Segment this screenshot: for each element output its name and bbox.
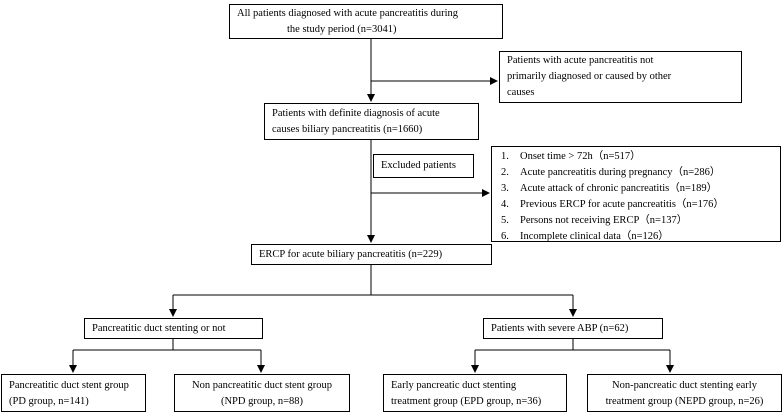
epd-group-box: Early pancreatic duct stenting treatment… <box>383 374 567 412</box>
excluded-label: Excluded patients <box>381 160 456 171</box>
excluded-item: 1. Onset time > 72h（n=517） <box>501 149 780 165</box>
npd-group-box: Non pancreatitic duct stent group (NPD g… <box>174 374 350 412</box>
excluded-item-text: Incomplete clinical data（n=126） <box>520 231 669 242</box>
not-primary-line-2: primarily diagnosed or caused by other <box>507 71 672 82</box>
excluded-label-box: Excluded patients <box>373 154 474 178</box>
excluded-item-number: 3. <box>501 183 509 194</box>
all-patients-line-2: the study period (n=3041) <box>287 24 397 35</box>
not-primary-line-3: causes <box>507 87 535 98</box>
excluded-item: 4. Previous ERCP for acute pancreatitis（n… <box>501 197 780 213</box>
excluded-item-number: 4. <box>501 199 509 210</box>
nepd-group-line-2: treatment group (NEPD group, n=26) <box>605 396 764 407</box>
all-patients-line-1: All patients diagnosed with acute pancre… <box>237 8 459 19</box>
pd-group-line-2: (PD group, n=141) <box>9 396 89 407</box>
excluded-item-number: 2. <box>501 167 509 178</box>
definite-biliary-line-1: Patients with definite diagnosis of acut… <box>272 108 440 119</box>
all-patients-box: All patients diagnosed with acute pancre… <box>229 4 503 39</box>
severe-abp-box: Patients with severe ABP (n=62) <box>483 318 663 339</box>
severe-abp-label: Patients with severe ABP (n=62) <box>491 323 629 334</box>
excluded-item-number: 5. <box>501 215 509 226</box>
npd-group-line-1: Non pancreatitic duct stent group <box>192 380 332 391</box>
not-primary-box: Patients with acute pancreatitis not pri… <box>499 51 742 103</box>
nepd-group-box: Non-pancreatic duct stenting early treat… <box>587 374 782 412</box>
excluded-list: 1. Onset time > 72h（n=517） 2. Acute pancre… <box>501 149 780 245</box>
epd-group-line-1: Early pancreatic duct stenting <box>391 380 517 391</box>
ercp-box: ERCP for acute biliary pancreatitis (n=2… <box>251 244 492 265</box>
excluded-item-text: Acute attack of chronic pancreatitis（n=1… <box>520 183 718 194</box>
excluded-item: 5. Persons not receiving ERCP（n=137） <box>501 213 780 229</box>
excluded-item: 3. Acute attack of chronic pancreatitis（n… <box>501 181 780 197</box>
excluded-list-box: 1. Onset time > 72h（n=517） 2. Acute pancre… <box>491 146 781 242</box>
excluded-item: 2. Acute pancreatitis during pregnancy（n=… <box>501 165 780 181</box>
excluded-item: 6. Incomplete clinical data（n=126） <box>501 229 780 245</box>
epd-group-line-2: treatment group (EPD group, n=36) <box>391 396 542 407</box>
excluded-item-number: 6. <box>501 231 509 242</box>
pd-group-box: Pancreatitic duct stent group (PD group,… <box>1 374 146 412</box>
excluded-item-text: Acute pancreatitis during pregnancy（n=28… <box>520 167 721 178</box>
not-primary-line-1: Patients with acute pancreatitis not <box>507 55 654 66</box>
excluded-item-text: Onset time > 72h（n=517） <box>520 151 641 162</box>
definite-biliary-line-2: causes biliary pancreatitis (n=1660) <box>272 124 423 135</box>
npd-group-line-2: (NPD group, n=88) <box>220 396 304 407</box>
excluded-item-text: Previous ERCP for acute pancreatitis（n=1… <box>520 199 724 210</box>
excluded-item-number: 1. <box>501 151 509 162</box>
pd-stenting-label: Pancreatitic duct stenting or not <box>92 323 226 334</box>
pd-stenting-box: Pancreatitic duct stenting or not <box>84 318 263 339</box>
pd-group-line-1: Pancreatitic duct stent group <box>9 380 129 391</box>
excluded-item-text: Persons not receiving ERCP（n=137） <box>520 215 688 226</box>
ercp-label: ERCP for acute biliary pancreatitis (n=2… <box>259 249 443 260</box>
nepd-group-line-1: Non-pancreatic duct stenting early <box>612 380 757 391</box>
definite-biliary-box: Patients with definite diagnosis of acut… <box>264 103 479 140</box>
